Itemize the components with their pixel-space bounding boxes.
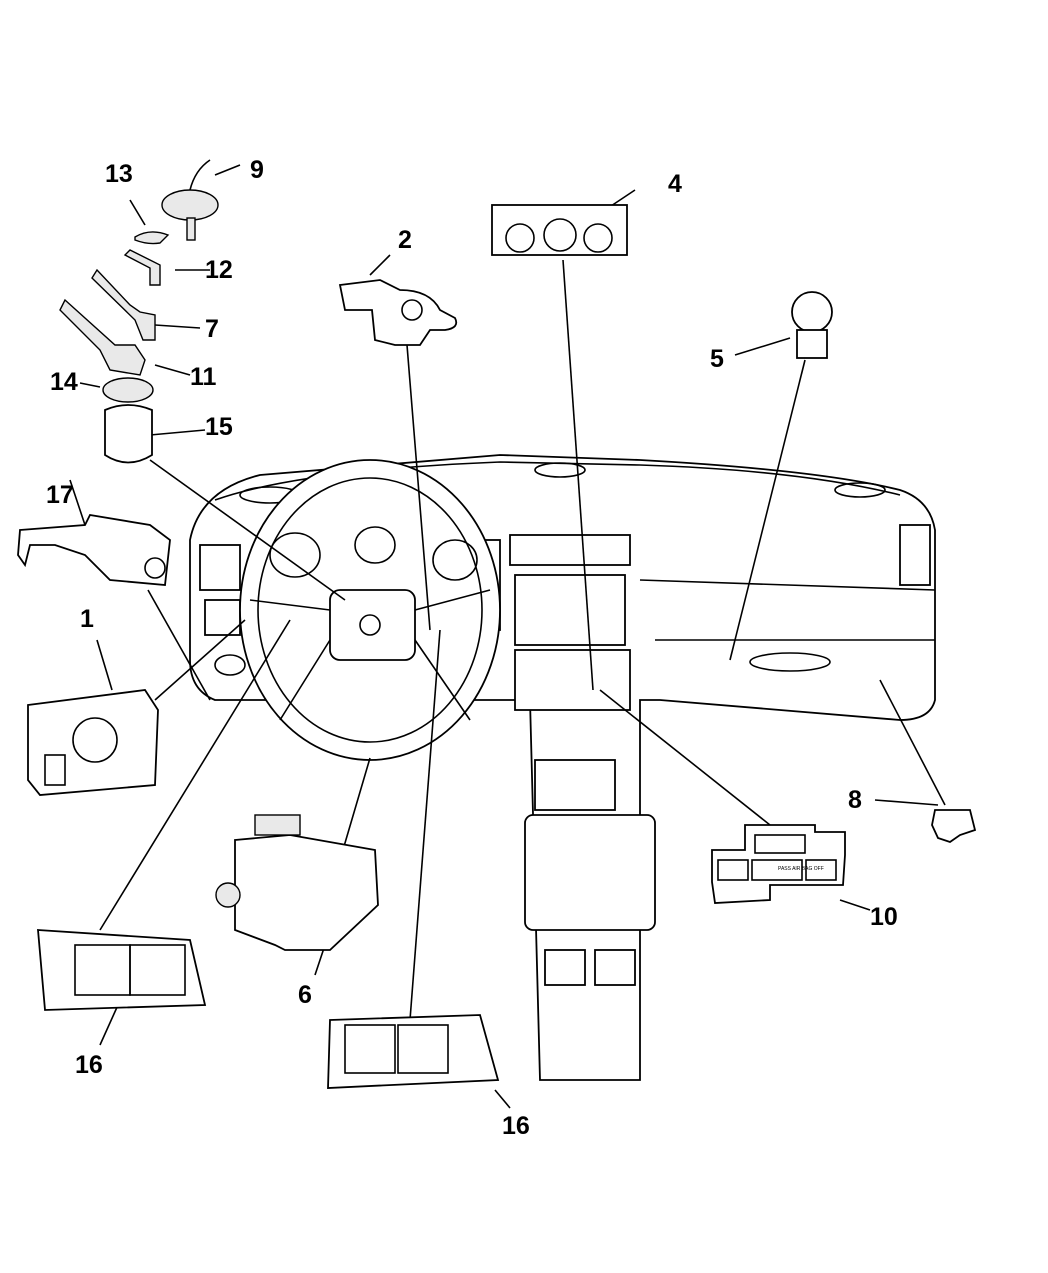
callout-16-left: 16 xyxy=(75,1051,103,1079)
part-17-bracket xyxy=(17,514,171,586)
callout-13: 13 xyxy=(105,160,133,188)
part-15-shroud xyxy=(104,404,153,464)
callout-9: 9 xyxy=(250,156,264,184)
leader-lines xyxy=(69,164,946,1109)
callout-5: 5 xyxy=(710,345,724,373)
callout-15: 15 xyxy=(205,413,233,441)
part-8-lamp-switch xyxy=(931,809,977,843)
callout-2: 2 xyxy=(398,226,412,254)
callout-1: 1 xyxy=(80,605,94,633)
callout-4: 4 xyxy=(668,170,682,198)
part-4-hvac-control xyxy=(491,204,628,256)
part-6-shifter-module xyxy=(215,814,379,951)
callout-10: 10 xyxy=(870,903,898,931)
part-7-wiper-switch xyxy=(91,268,156,341)
callout-17: 17 xyxy=(46,481,74,509)
airbag-text: PASS AIR BAG OFF xyxy=(778,866,824,872)
part-5-glovebox-lock xyxy=(791,291,833,359)
part-10-bezel: PASS AIR BAG OFF xyxy=(711,824,846,904)
part-16-dual-switch-right xyxy=(327,1014,500,1089)
callout-6: 6 xyxy=(298,981,312,1009)
part-13-clip xyxy=(134,231,170,245)
part-11-multifunction-switch xyxy=(59,298,146,376)
callout-8: 8 xyxy=(848,786,862,814)
part-9-clockspring xyxy=(161,159,219,241)
part-1-headlamp-switch xyxy=(27,689,159,796)
part-14-housing xyxy=(102,377,154,403)
callout-11: 11 xyxy=(190,363,217,391)
part-16-dual-switch-left xyxy=(37,929,207,1011)
steering-wheel xyxy=(239,459,501,761)
part-12-cruise-switch xyxy=(123,249,161,286)
part-2-ignition-module xyxy=(338,279,458,346)
callout-16-right: 16 xyxy=(502,1112,530,1140)
callout-7: 7 xyxy=(205,315,219,343)
callout-14: 14 xyxy=(50,368,78,396)
callout-12: 12 xyxy=(205,256,233,284)
